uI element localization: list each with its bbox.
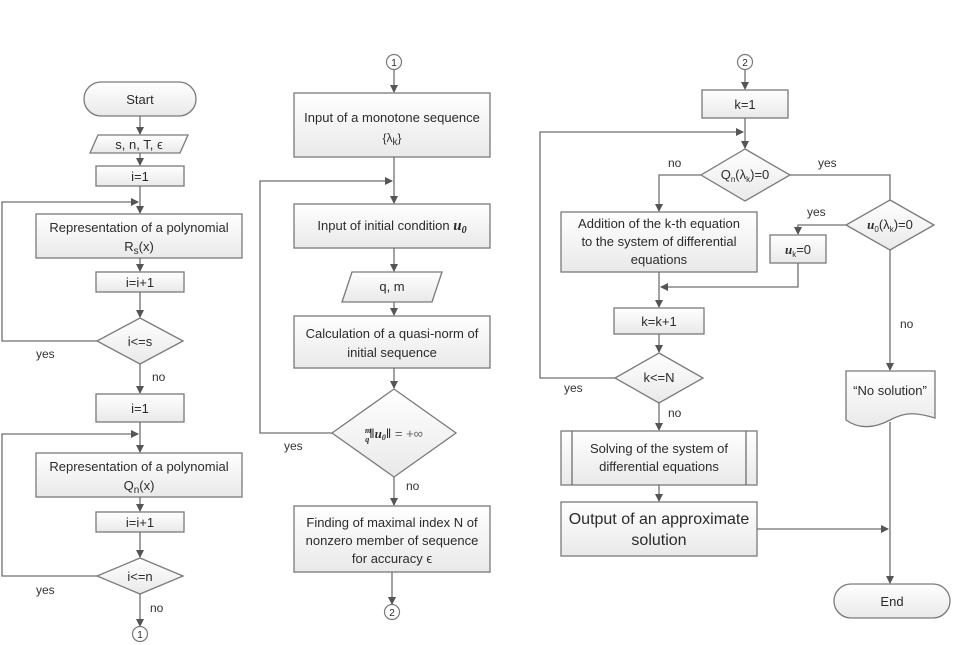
- yes-label-5: yes: [807, 205, 826, 219]
- connector-1-out: [131, 625, 149, 643]
- addition-line1: Addition of the k-th equation: [578, 216, 740, 231]
- no-label-3: no: [406, 479, 420, 493]
- find-max-index-line1: Finding of maximal index N of: [306, 515, 478, 530]
- arrow-yes-branch: [790, 174, 891, 200]
- addition-line2: to the system of differential: [581, 234, 736, 249]
- increment-i-label-2: i=i+1: [126, 515, 154, 530]
- find-max-index-line2: nonzero member of sequence: [306, 533, 479, 548]
- connector-1-out-label: 1: [137, 630, 143, 641]
- represent-Q-box: [35, 452, 243, 498]
- calc-quasi-norm-line1: Calculation of a quasi-norm of: [306, 326, 479, 341]
- init-k-box: [701, 89, 789, 119]
- arrow-u-yes: [794, 224, 846, 235]
- input-parameters-label: s, n, T, ϵ: [115, 137, 163, 152]
- init-k-label: k=1: [734, 97, 755, 112]
- represent-R-line1: Representation of a polynomial: [49, 220, 228, 235]
- represent-Q-line2: Qn(x): [124, 478, 155, 496]
- input-sequence-box: [293, 92, 491, 158]
- connector-2-out-label: 2: [389, 608, 395, 619]
- column-1: Start s, n, T, ϵ i=1 Representation of a…: [1, 81, 243, 643]
- decision-u0-zero-label: u0(λk)=0: [867, 217, 913, 234]
- represent-R-box: [35, 213, 243, 259]
- yes-label-2: yes: [36, 583, 55, 597]
- input-initial-condition-box: [293, 203, 491, 249]
- end-terminal: [833, 583, 951, 619]
- decision-Q-zero: [699, 148, 792, 202]
- addition-box: [560, 211, 758, 273]
- input-sequence-line1: Input of a monotone sequence: [304, 110, 480, 125]
- decision-i-le-n-label: i<=n: [127, 569, 152, 584]
- connector-2-out: [383, 603, 401, 621]
- no-label-2: no: [150, 601, 164, 615]
- input-qm-shape: [341, 271, 443, 303]
- start-label: Start: [126, 92, 154, 107]
- loop-back-arrow: [1, 198, 139, 342]
- calc-quasi-norm-box: [293, 315, 491, 369]
- addition-line3: equations: [631, 252, 688, 267]
- solve-system-line2: differential equations: [599, 459, 719, 474]
- input-parameters-shape: [88, 134, 190, 154]
- no-label-6: no: [668, 406, 682, 420]
- init-i-label-2: i=1: [131, 401, 149, 416]
- output-solution-line1: Output of an approximate: [569, 511, 750, 528]
- no-label-5: no: [900, 317, 914, 331]
- yes-label-4: yes: [818, 156, 837, 170]
- connector-1-in: [385, 53, 403, 71]
- no-label-4: no: [668, 156, 682, 170]
- arrow-merge: [660, 263, 799, 291]
- set-uk-zero-label: uk=0: [785, 242, 811, 259]
- end-label: End: [880, 594, 903, 609]
- init-i-label: i=1: [131, 169, 149, 184]
- no-label: no: [152, 370, 166, 384]
- solve-system-line1: Solving of the system of: [590, 441, 728, 456]
- yes-label-6: yes: [564, 381, 583, 395]
- input-initial-condition-label: Input of initial condition u0: [317, 218, 466, 236]
- output-solution-box: [560, 501, 758, 557]
- increment-k-box: [613, 307, 705, 335]
- solve-system-box: [560, 430, 758, 486]
- decision-i-le-s-label: i<=s: [128, 334, 153, 349]
- decision-k-le-N-label: k<=N: [643, 370, 674, 385]
- increment-i-label: i=i+1: [126, 275, 154, 290]
- input-sequence-line2: {λk}: [382, 131, 401, 148]
- loop-back-arrow-2: [1, 430, 139, 577]
- column-3: 2 k=1 Qn(λk)=0 no yes Addition of the k-…: [539, 53, 951, 619]
- calc-quasi-norm-line2: initial sequence: [347, 345, 437, 360]
- connector-1-in-label: 1: [391, 58, 397, 69]
- yes-label: yes: [36, 347, 55, 361]
- decision-Q-zero-label: Qn(λk)=0: [721, 167, 770, 184]
- output-solution-line2: solution: [631, 532, 686, 549]
- no-solution-label: “No solution”: [853, 383, 927, 398]
- init-i-box-2: [95, 393, 185, 423]
- represent-R-line2: Rs(x): [124, 239, 154, 257]
- connector-2-in-label: 2: [742, 58, 748, 69]
- set-uk-zero-box: [769, 234, 827, 264]
- connector-2-in: [736, 53, 754, 71]
- represent-Q-line1: Representation of a polynomial: [49, 459, 228, 474]
- arrow-no-branch: [655, 174, 701, 212]
- column-2: 1 Input of a monotone sequence {λk} Inpu…: [259, 53, 491, 621]
- input-qm-label: q, m: [379, 279, 404, 294]
- yes-label-3: yes: [284, 439, 303, 453]
- loop-back-arrow-3: [259, 177, 393, 434]
- increment-k-label: k=k+1: [641, 314, 676, 329]
- no-solution-document: [845, 370, 936, 428]
- find-max-index-line3: for accuracy ϵ: [352, 551, 432, 566]
- find-max-index-box: [293, 505, 491, 573]
- loop-back-arrow-4: [539, 128, 744, 379]
